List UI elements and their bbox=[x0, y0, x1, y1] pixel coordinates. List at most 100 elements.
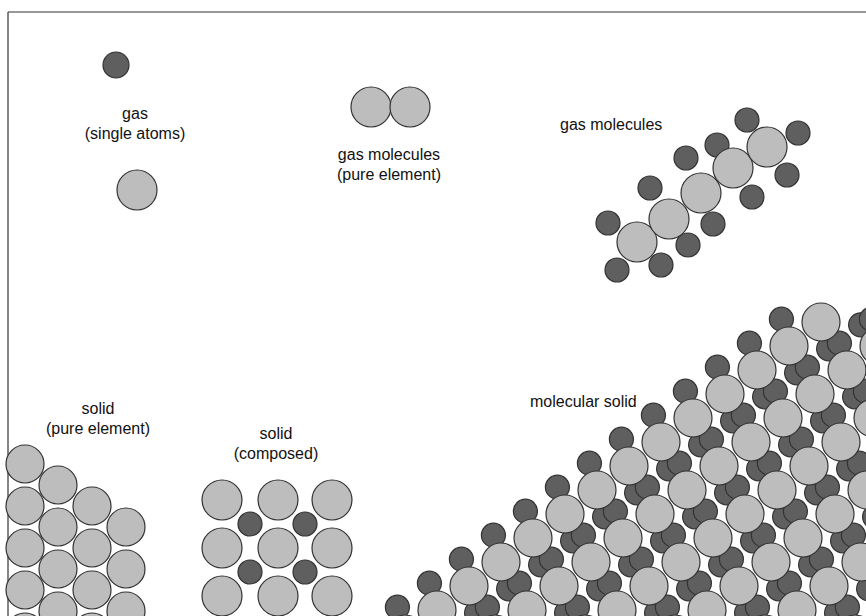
label-line: (single atoms) bbox=[85, 124, 185, 144]
large-atom bbox=[107, 508, 145, 546]
large-atom bbox=[604, 519, 642, 557]
large-atom bbox=[202, 480, 242, 520]
large-atom bbox=[822, 423, 860, 461]
large-atom bbox=[860, 327, 866, 365]
label-line: molecular solid bbox=[530, 392, 637, 412]
label-line: gas bbox=[85, 104, 185, 124]
large-atom bbox=[816, 495, 854, 533]
large-atom bbox=[810, 567, 848, 605]
large-atom bbox=[758, 471, 796, 509]
large-atom bbox=[700, 447, 738, 485]
small-atom bbox=[786, 121, 810, 145]
large-atom bbox=[107, 550, 145, 588]
compound-lattice bbox=[202, 480, 352, 616]
large-atom bbox=[662, 543, 700, 581]
large-atom bbox=[312, 576, 352, 616]
large-atom bbox=[390, 87, 430, 127]
large-atom bbox=[117, 170, 157, 210]
large-atom bbox=[258, 528, 298, 568]
large-atom bbox=[854, 399, 866, 437]
label-line: (composed) bbox=[234, 444, 318, 464]
large-atom bbox=[790, 447, 828, 485]
large-atom bbox=[836, 615, 866, 616]
large-atom bbox=[39, 592, 77, 616]
large-atom bbox=[842, 543, 866, 581]
state-label: gas molecules (pure element) bbox=[337, 145, 441, 185]
frame-line bbox=[8, 11, 866, 12]
large-atom bbox=[784, 519, 822, 557]
element-lattice bbox=[6, 445, 145, 616]
large-atom bbox=[312, 528, 352, 568]
small-atom bbox=[649, 253, 673, 277]
large-atom bbox=[778, 591, 816, 616]
large-atom bbox=[642, 423, 680, 461]
large-atom bbox=[258, 480, 298, 520]
large-atom bbox=[39, 466, 77, 504]
large-atom bbox=[418, 591, 456, 616]
large-atom bbox=[202, 576, 242, 616]
large-atom bbox=[706, 375, 744, 413]
small-atom bbox=[238, 512, 262, 536]
large-atom bbox=[39, 508, 77, 546]
large-atom bbox=[720, 567, 758, 605]
gas-molecule bbox=[596, 108, 810, 282]
frame-line bbox=[7, 12, 8, 616]
large-atom bbox=[828, 351, 866, 389]
large-atom bbox=[546, 495, 584, 533]
large-atom bbox=[688, 591, 726, 616]
large-atom bbox=[610, 447, 648, 485]
large-atom bbox=[258, 576, 298, 616]
large-atom bbox=[630, 567, 668, 605]
label-line: (pure element) bbox=[46, 419, 150, 439]
large-atom bbox=[540, 567, 578, 605]
small-atom bbox=[701, 212, 725, 236]
state-label: solid (pure element) bbox=[46, 399, 150, 439]
label-line: solid bbox=[234, 424, 318, 444]
large-atom bbox=[752, 543, 790, 581]
large-atom bbox=[6, 487, 44, 525]
large-atom bbox=[73, 613, 111, 616]
large-atom bbox=[578, 471, 616, 509]
large-atom bbox=[694, 519, 732, 557]
small-atom bbox=[293, 560, 317, 584]
large-atom bbox=[668, 471, 706, 509]
large-atom bbox=[572, 543, 610, 581]
large-atom bbox=[73, 487, 111, 525]
large-atom bbox=[107, 592, 145, 616]
small-atom bbox=[605, 258, 629, 282]
large-atom bbox=[73, 529, 111, 567]
label-line: solid bbox=[46, 399, 150, 419]
large-atom bbox=[6, 445, 44, 483]
large-atom bbox=[450, 567, 488, 605]
state-label: molecular solid bbox=[530, 392, 637, 412]
large-atom bbox=[312, 480, 352, 520]
label-line: (pure element) bbox=[337, 165, 441, 185]
label-line: gas molecules bbox=[560, 115, 662, 135]
small-atom bbox=[674, 146, 698, 170]
state-label: gas (single atoms) bbox=[85, 104, 185, 144]
large-atom bbox=[747, 127, 787, 167]
large-atom bbox=[848, 471, 866, 509]
large-atom bbox=[713, 148, 753, 188]
small-atom bbox=[385, 595, 409, 616]
molecular-lattice bbox=[385, 303, 866, 616]
large-atom bbox=[508, 591, 546, 616]
large-atom bbox=[674, 399, 712, 437]
label-line: gas molecules bbox=[337, 145, 441, 165]
large-atom bbox=[482, 543, 520, 581]
small-atom bbox=[859, 307, 866, 331]
large-atom bbox=[770, 327, 808, 365]
large-atom bbox=[202, 528, 242, 568]
state-label: solid (composed) bbox=[234, 424, 318, 464]
large-atom bbox=[764, 399, 802, 437]
large-atom bbox=[6, 571, 44, 609]
large-atom bbox=[681, 173, 721, 213]
small-atom bbox=[596, 211, 620, 235]
small-atom bbox=[775, 163, 799, 187]
large-atom bbox=[6, 613, 44, 616]
large-atom bbox=[598, 591, 636, 616]
large-atom bbox=[649, 199, 689, 239]
large-atom bbox=[738, 351, 776, 389]
